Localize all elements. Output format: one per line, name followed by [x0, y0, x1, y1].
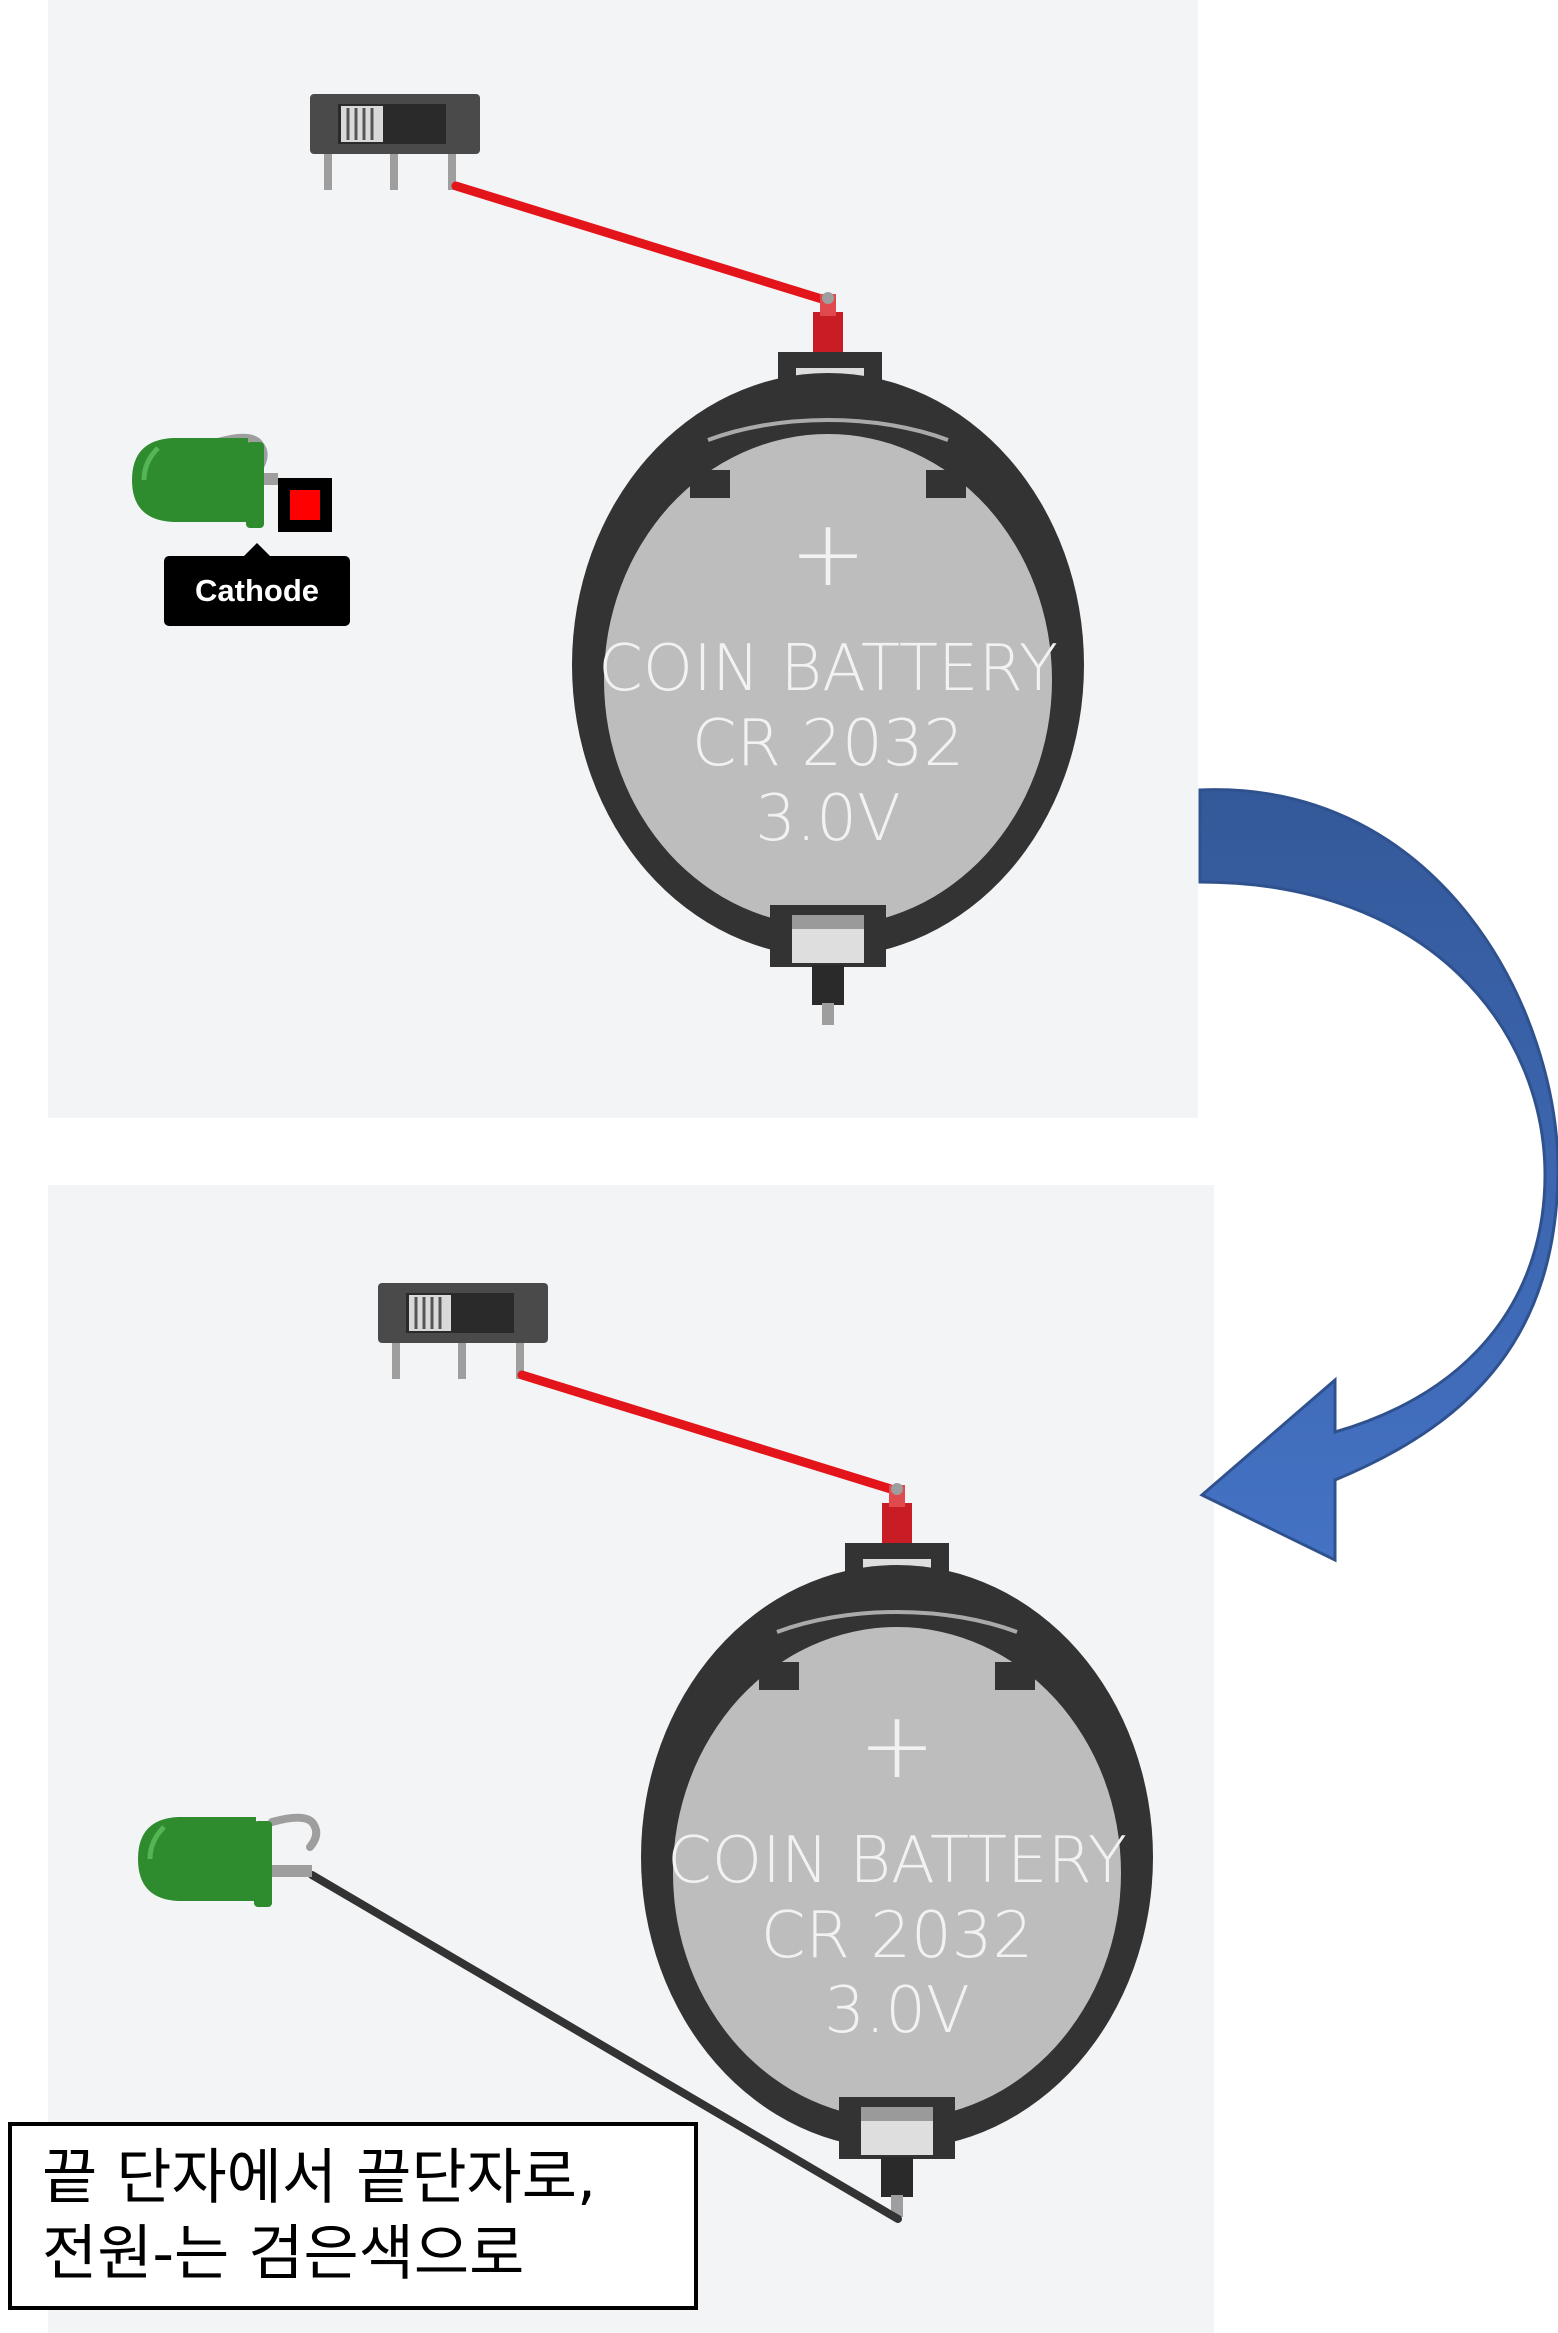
instruction-note: 끝 단자에서 끝단자로, 전원-는 검은색으로	[8, 2122, 698, 2310]
cathode-tooltip: Cathode	[164, 543, 350, 626]
battery-label-line1: COIN BATTERY	[667, 1824, 1127, 1898]
green-led[interactable]	[132, 433, 278, 528]
slide-switch[interactable]	[310, 94, 480, 190]
black-wire[interactable]	[308, 1871, 902, 2223]
coin-battery[interactable]	[641, 1543, 1153, 2217]
battery-label-line2: CR 2032	[761, 1899, 1033, 1973]
cathode-pin-highlight[interactable]	[278, 478, 332, 532]
red-wire[interactable]	[451, 181, 830, 305]
circuit-before-drawing: + COIN BATTERY CR 2032 3.0V	[132, 94, 1084, 1025]
battery-plus-symbol: +	[858, 1692, 935, 1799]
circuit-canvas-before[interactable]: + COIN BATTERY CR 2032 3.0V Cathode	[48, 0, 1198, 1118]
battery-label-line3: 3.0V	[824, 1974, 970, 2048]
slide-switch[interactable]	[378, 1283, 548, 1379]
battery-label-line2: CR 2032	[692, 707, 964, 781]
battery-positive-terminal[interactable]	[813, 292, 843, 354]
note-line-2: 전원-는 검은색으로	[42, 2219, 525, 2289]
curved-arrow-icon	[1198, 788, 1558, 1563]
coin-battery[interactable]	[572, 352, 1084, 1025]
battery-plus-symbol: +	[789, 500, 866, 607]
green-led[interactable]	[138, 1813, 321, 1907]
battery-label-line3: 3.0V	[755, 782, 901, 856]
note-line-1: 끝 단자에서 끝단자로,	[42, 2143, 597, 2213]
red-wire[interactable]	[517, 1370, 899, 1495]
battery-label-line1: COIN BATTERY	[598, 632, 1058, 706]
battery-positive-terminal[interactable]	[882, 1483, 912, 1545]
circuit-after-drawing: + COIN BATTERY CR 2032 3.0V	[138, 1283, 1153, 2223]
